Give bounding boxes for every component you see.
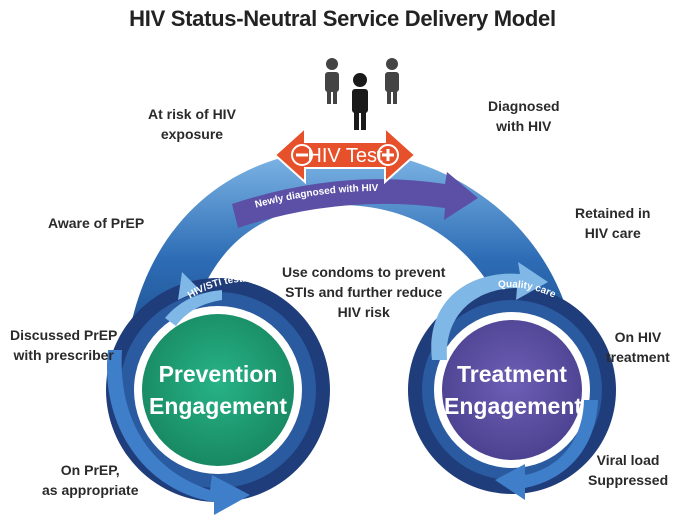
newly-diagnosed-arrow xyxy=(232,172,478,228)
hiv-test-label: HIV Test xyxy=(307,145,383,167)
label-on-prep: On PrEP,as appropriate xyxy=(42,462,139,498)
page-title: HIV Status-Neutral Service Delivery Mode… xyxy=(129,6,556,31)
treatment-cycle-arrow xyxy=(431,262,548,360)
person-right-icon xyxy=(385,58,399,104)
treatment-circle xyxy=(442,320,582,460)
people-icon xyxy=(325,58,399,130)
treatment-lower-arrow xyxy=(495,400,598,500)
person-center-icon xyxy=(352,73,368,130)
prevention-circle xyxy=(142,314,294,466)
hiv-test-arrow: HIV Test xyxy=(273,125,417,185)
label-aware-prep: Aware of PrEP xyxy=(48,215,145,231)
prevention-upper-arrow xyxy=(165,272,222,326)
prevention-cycle-arrow xyxy=(106,350,250,515)
person-left-icon xyxy=(325,58,339,104)
